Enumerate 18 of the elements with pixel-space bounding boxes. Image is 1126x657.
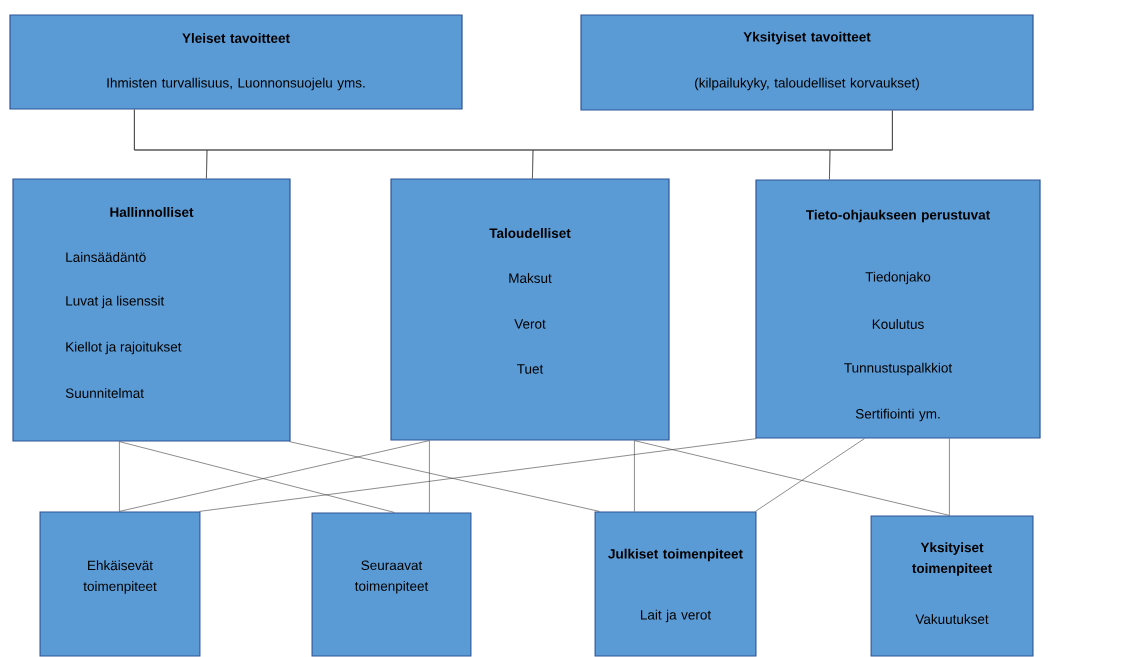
connector-line [289, 441, 600, 512]
process-box: Seuraavat toimenpiteet [311, 512, 472, 657]
process-box: Yksityiset toimenpiteet Vakuutukset [870, 515, 1034, 657]
process-box: Julkiset toimenpiteet Lait ja verot [594, 511, 757, 657]
process-box: Ehkäisevät toimenpiteet [39, 511, 201, 657]
connector-line [429, 440, 430, 513]
connector-line [634, 440, 635, 512]
connector-line [119, 441, 120, 512]
process-box: Yksityiset tavoitteet (kilpailukyky, taloudelliset korvaukset) [580, 14, 1034, 111]
process-box: Hallinnolliset Lainsäädäntö Luvat ja lisenssit Kiellot ja rajoitukset Suunnitelmat [12, 178, 291, 442]
connector-line [949, 438, 950, 516]
connector-line [199, 438, 757, 512]
connector-line [829, 110, 893, 180]
process-box: Tieto-ohjaukseen perustuvat Tiedonjako Koulutus Tunnustuspalkkiot Sertifiointi ym. [755, 179, 1041, 439]
connector-line [634, 440, 950, 516]
process-box: Taloudelliset Maksut Verot Tuet [390, 178, 670, 441]
process-box: Yleiset tavoitteet Ihmisten turvallisuus, Luonnonsuojelu yms. [9, 14, 463, 110]
connector-line [755, 438, 865, 512]
